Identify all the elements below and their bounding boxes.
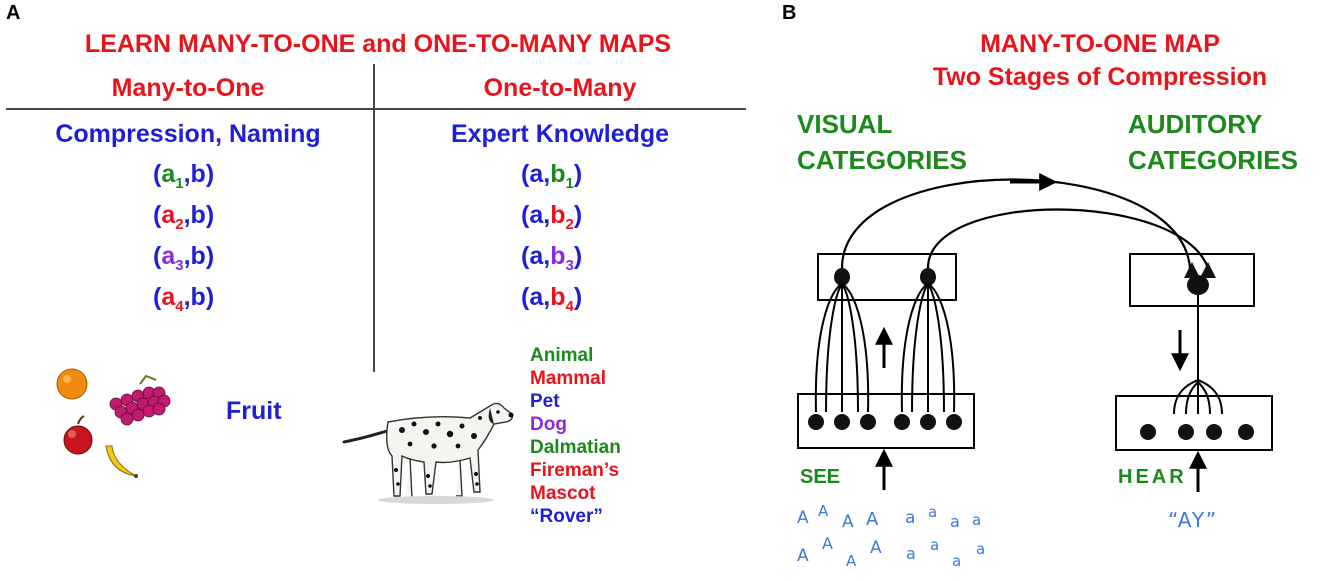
list-item: Animal [530, 345, 594, 366]
hear-sound-sample: “AY” [1168, 508, 1219, 532]
panel-b-letter: B [782, 2, 797, 24]
table-header-divider [6, 108, 746, 110]
letter-sample: A [842, 512, 854, 532]
visual-category-box [817, 253, 957, 301]
visual-line: VISUAL [797, 109, 893, 139]
orange-icon [56, 368, 88, 400]
hear-label: HEAR [1118, 466, 1187, 488]
letter-sample: A [797, 546, 809, 566]
list-item: “Rover” [530, 506, 603, 527]
pair-a4-b: (a4,b) [153, 283, 215, 315]
auditory-fan-connections [1173, 379, 1223, 415]
letter-sample: a [906, 544, 916, 563]
letter-sample: A [846, 552, 857, 570]
letter-sample: a [905, 508, 916, 528]
categories-line: CATEGORIES [1128, 145, 1298, 175]
see-label: SEE [800, 466, 841, 488]
list-item: Dalmatian [530, 437, 621, 458]
auditory-line: AUDITORY [1128, 109, 1263, 139]
pair-a-b1: (a,b1) [521, 160, 583, 192]
list-item: Pet [530, 391, 560, 412]
categories-line: CATEGORIES [797, 145, 967, 175]
table-column-divider [373, 64, 375, 372]
one-to-many-header: One-to-Many [483, 74, 637, 102]
panel-a-letter: A [6, 2, 21, 24]
visual-to-auditory-arc-1 [840, 178, 1192, 269]
visual-categories-label: VISUAL CATEGORIES [797, 106, 967, 178]
letter-sample: a [972, 511, 982, 529]
letter-sample: a [928, 503, 938, 521]
pair-a-b4: (a,b4) [521, 283, 583, 315]
auditory-feature-box [1115, 395, 1273, 451]
letter-sample: A [870, 538, 882, 558]
list-item: Dog [530, 414, 567, 435]
visual-feature-nodes [808, 414, 962, 430]
auditory-categories-label: AUDITORY CATEGORIES [1128, 106, 1298, 178]
auditory-feature-nodes [1140, 424, 1254, 440]
expert-knowledge-label: Expert Knowledge [450, 120, 670, 148]
pair-a-b3: (a,b3) [521, 242, 583, 274]
compression-naming-label: Compression, Naming [55, 120, 321, 148]
visual-feature-box [797, 393, 975, 449]
pair-a2-b: (a2,b) [153, 201, 215, 233]
grapes-icon [109, 374, 171, 426]
visual-fan-connections [814, 283, 956, 413]
list-item: Mammal [530, 368, 607, 389]
panel-b-title: MANY-TO-ONE MAP [980, 30, 1220, 58]
apple-icon [63, 415, 93, 455]
panel-a-title: LEARN MANY-TO-ONE and ONE-TO-MANY MAPS [84, 30, 672, 58]
pair-a3-b: (a3,b) [153, 242, 215, 274]
letter-sample: A [797, 508, 809, 528]
many-to-one-header: Many-to-One [111, 74, 265, 102]
letter-sample: a [950, 512, 960, 531]
letter-sample: A [818, 502, 829, 520]
letter-sample: A [822, 534, 833, 553]
category-node [920, 268, 936, 286]
auditory-category-node [1187, 275, 1209, 295]
letter-sample: a [952, 552, 962, 570]
list-item: Mascot [530, 483, 596, 504]
dalmatian-illustration [342, 402, 514, 504]
auditory-category-box [1129, 253, 1255, 307]
letter-sample: a [976, 540, 986, 558]
pair-a1-b: (a1,b) [153, 160, 215, 192]
fruit-illustration [56, 368, 171, 478]
letter-sample: a [930, 536, 940, 554]
panel-b-subtitle: Two Stages of Compression [932, 63, 1268, 91]
visual-to-auditory-arc-2 [926, 208, 1210, 269]
list-item: Fireman’s [530, 460, 620, 481]
pair-a-b2: (a,b2) [521, 201, 583, 233]
dalmatian-icon [342, 402, 514, 504]
fruit-label: Fruit [226, 397, 282, 425]
letter-sample: A [866, 509, 879, 530]
banana-icon [105, 445, 138, 478]
category-node [834, 268, 850, 286]
dog-hierarchy-list: Animal Mammal Pet Dog Dalmatian Fireman’… [530, 344, 621, 528]
